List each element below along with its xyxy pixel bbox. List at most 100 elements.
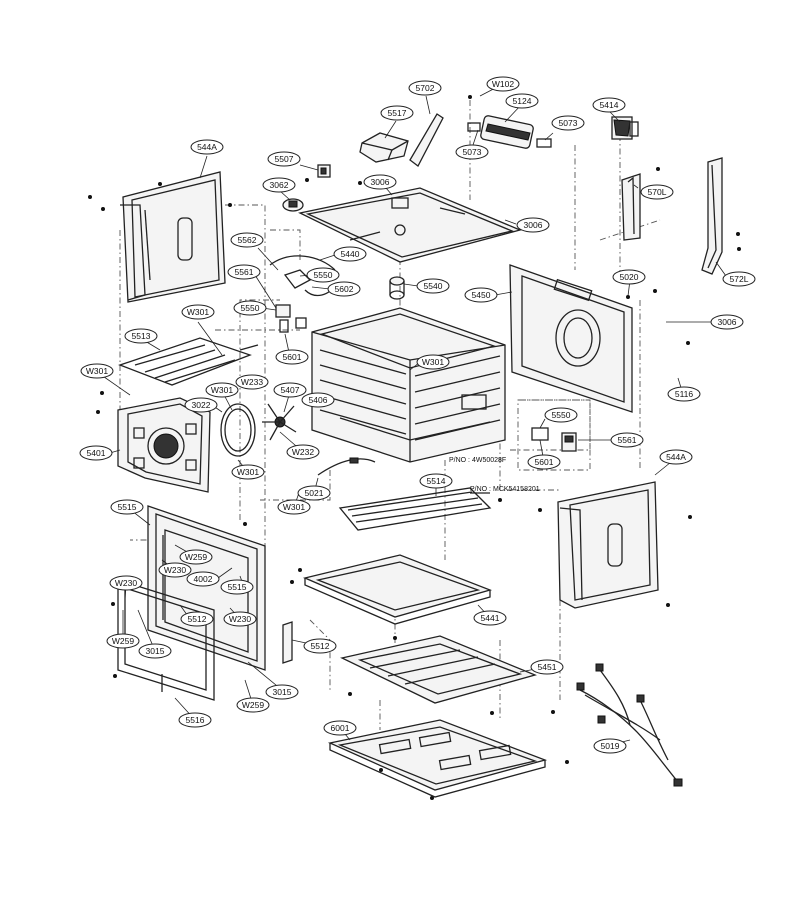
callout-w301[interactable]: W301 bbox=[205, 382, 239, 398]
rear-duct-side bbox=[701, 157, 723, 275]
callout-label: 5116 bbox=[675, 389, 694, 399]
callout-label: W259 bbox=[112, 636, 134, 646]
switch-bracket bbox=[317, 164, 331, 178]
callout-label: W232 bbox=[292, 447, 314, 457]
callout-5450[interactable]: 5450 bbox=[464, 287, 498, 303]
callout-label: 5561 bbox=[235, 267, 254, 277]
callout-570l[interactable]: 570L bbox=[640, 184, 674, 200]
callout-label: W259 bbox=[242, 700, 264, 710]
callout-label: 5073 bbox=[463, 147, 482, 157]
cooling-fan-motor bbox=[467, 115, 552, 149]
callout-5406[interactable]: 5406 bbox=[301, 392, 335, 408]
callout-5515[interactable]: 5515 bbox=[220, 579, 254, 595]
callout-w233[interactable]: W233 bbox=[235, 374, 269, 390]
callout-label: 5550 bbox=[241, 303, 260, 313]
callout-5512[interactable]: 5512 bbox=[180, 611, 214, 627]
callout-label: 5441 bbox=[481, 613, 500, 623]
callout-w301[interactable]: W301 bbox=[231, 464, 265, 480]
callout-3015[interactable]: 3015 bbox=[265, 684, 299, 700]
lamp-socket-right bbox=[517, 399, 591, 471]
top-cover-plate bbox=[298, 187, 523, 263]
callout-5550[interactable]: 5550 bbox=[233, 300, 267, 316]
rear-panel bbox=[509, 264, 633, 413]
callout-5562[interactable]: 5562 bbox=[230, 232, 264, 248]
callout-label: 4002 bbox=[194, 574, 213, 584]
callout-label: 6001 bbox=[331, 723, 350, 733]
callout-label: 5451 bbox=[538, 662, 557, 672]
callout-6001[interactable]: 6001 bbox=[323, 720, 357, 736]
callout-label: W301 bbox=[237, 467, 259, 477]
callout-5602[interactable]: 5602 bbox=[327, 281, 361, 297]
callout-3062[interactable]: 3062 bbox=[262, 177, 296, 193]
callout-w259[interactable]: W259 bbox=[236, 697, 270, 713]
callout-w232[interactable]: W232 bbox=[286, 444, 320, 460]
callout-5441[interactable]: 5441 bbox=[473, 610, 507, 626]
callout-w301[interactable]: W301 bbox=[181, 304, 215, 320]
callout-label: 5450 bbox=[472, 290, 491, 300]
callout-label: 3006 bbox=[718, 317, 737, 327]
callout-5020[interactable]: 5020 bbox=[612, 269, 646, 285]
callout-5516[interactable]: 5516 bbox=[178, 712, 212, 728]
callout-label: 5124 bbox=[513, 96, 532, 106]
callout-572l[interactable]: 572L bbox=[722, 271, 756, 287]
callout-5514[interactable]: 5514 bbox=[419, 473, 453, 489]
callout-5124[interactable]: 5124 bbox=[505, 93, 539, 109]
callout-5601[interactable]: 5601 bbox=[527, 454, 561, 470]
callout-w230[interactable]: W230 bbox=[158, 562, 192, 578]
callout-3006[interactable]: 3006 bbox=[363, 174, 397, 190]
callout-label: 3006 bbox=[371, 177, 390, 187]
callout-5414[interactable]: 5414 bbox=[592, 97, 626, 113]
callout-label: 5512 bbox=[188, 614, 207, 624]
callout-5601[interactable]: 5601 bbox=[275, 349, 309, 365]
callout-3006[interactable]: 3006 bbox=[516, 217, 550, 233]
callout-w102[interactable]: W102 bbox=[486, 76, 520, 92]
callout-3015[interactable]: 3015 bbox=[138, 643, 172, 659]
callout-label: W230 bbox=[115, 578, 137, 588]
callout-label: 5020 bbox=[620, 272, 639, 282]
callout-5513[interactable]: 5513 bbox=[124, 328, 158, 344]
callout-label: 3015 bbox=[146, 646, 165, 656]
callout-5561[interactable]: 5561 bbox=[227, 264, 261, 280]
callout-w230[interactable]: W230 bbox=[109, 575, 143, 591]
callout-5550[interactable]: 5550 bbox=[544, 407, 578, 423]
callout-5507[interactable]: 5507 bbox=[267, 151, 301, 167]
callout-label: 544A bbox=[666, 452, 686, 462]
callout-5407[interactable]: 5407 bbox=[273, 382, 307, 398]
callout-5540[interactable]: 5540 bbox=[416, 278, 450, 294]
callout-544a[interactable]: 544A bbox=[190, 139, 224, 155]
left-side-panel bbox=[120, 171, 226, 303]
callout-5512[interactable]: 5512 bbox=[303, 638, 337, 654]
door-hinge bbox=[282, 621, 293, 664]
callout-3006[interactable]: 3006 bbox=[710, 314, 744, 330]
callout-5073[interactable]: 5073 bbox=[551, 115, 585, 131]
callout-5702[interactable]: 5702 bbox=[408, 80, 442, 96]
callout-5451[interactable]: 5451 bbox=[530, 659, 564, 675]
callout-label: 572L bbox=[730, 274, 749, 284]
callout-5401[interactable]: 5401 bbox=[79, 445, 113, 461]
callout-w301[interactable]: W301 bbox=[277, 499, 311, 515]
callout-w301[interactable]: W301 bbox=[80, 363, 114, 379]
drip-tray bbox=[302, 554, 493, 625]
callout-4002[interactable]: 4002 bbox=[186, 571, 220, 587]
callout-w259[interactable]: W259 bbox=[106, 633, 140, 649]
callout-5019[interactable]: 5019 bbox=[593, 738, 627, 754]
callout-5116[interactable]: 5116 bbox=[667, 386, 701, 402]
callout-5561[interactable]: 5561 bbox=[610, 432, 644, 448]
callout-5440[interactable]: 5440 bbox=[333, 246, 367, 262]
callout-5073[interactable]: 5073 bbox=[455, 144, 489, 160]
callout-5515[interactable]: 5515 bbox=[110, 499, 144, 515]
convection-fan-cover bbox=[117, 397, 211, 493]
callout-544a[interactable]: 544A bbox=[659, 449, 693, 465]
lamp-socket-left bbox=[275, 304, 307, 333]
callout-w230[interactable]: W230 bbox=[223, 611, 257, 627]
callout-5550[interactable]: 5550 bbox=[306, 267, 340, 283]
callout-w259[interactable]: W259 bbox=[179, 549, 213, 565]
callout-label: 5601 bbox=[535, 457, 554, 467]
callout-3022[interactable]: 3022 bbox=[184, 397, 218, 413]
callout-label: 5602 bbox=[335, 284, 354, 294]
callout-5517[interactable]: 5517 bbox=[380, 105, 414, 121]
callout-label: 5702 bbox=[416, 83, 435, 93]
thermostat-sensor bbox=[282, 198, 304, 212]
callout-w301[interactable]: W301 bbox=[416, 354, 450, 370]
callout-5021[interactable]: 5021 bbox=[297, 485, 331, 501]
